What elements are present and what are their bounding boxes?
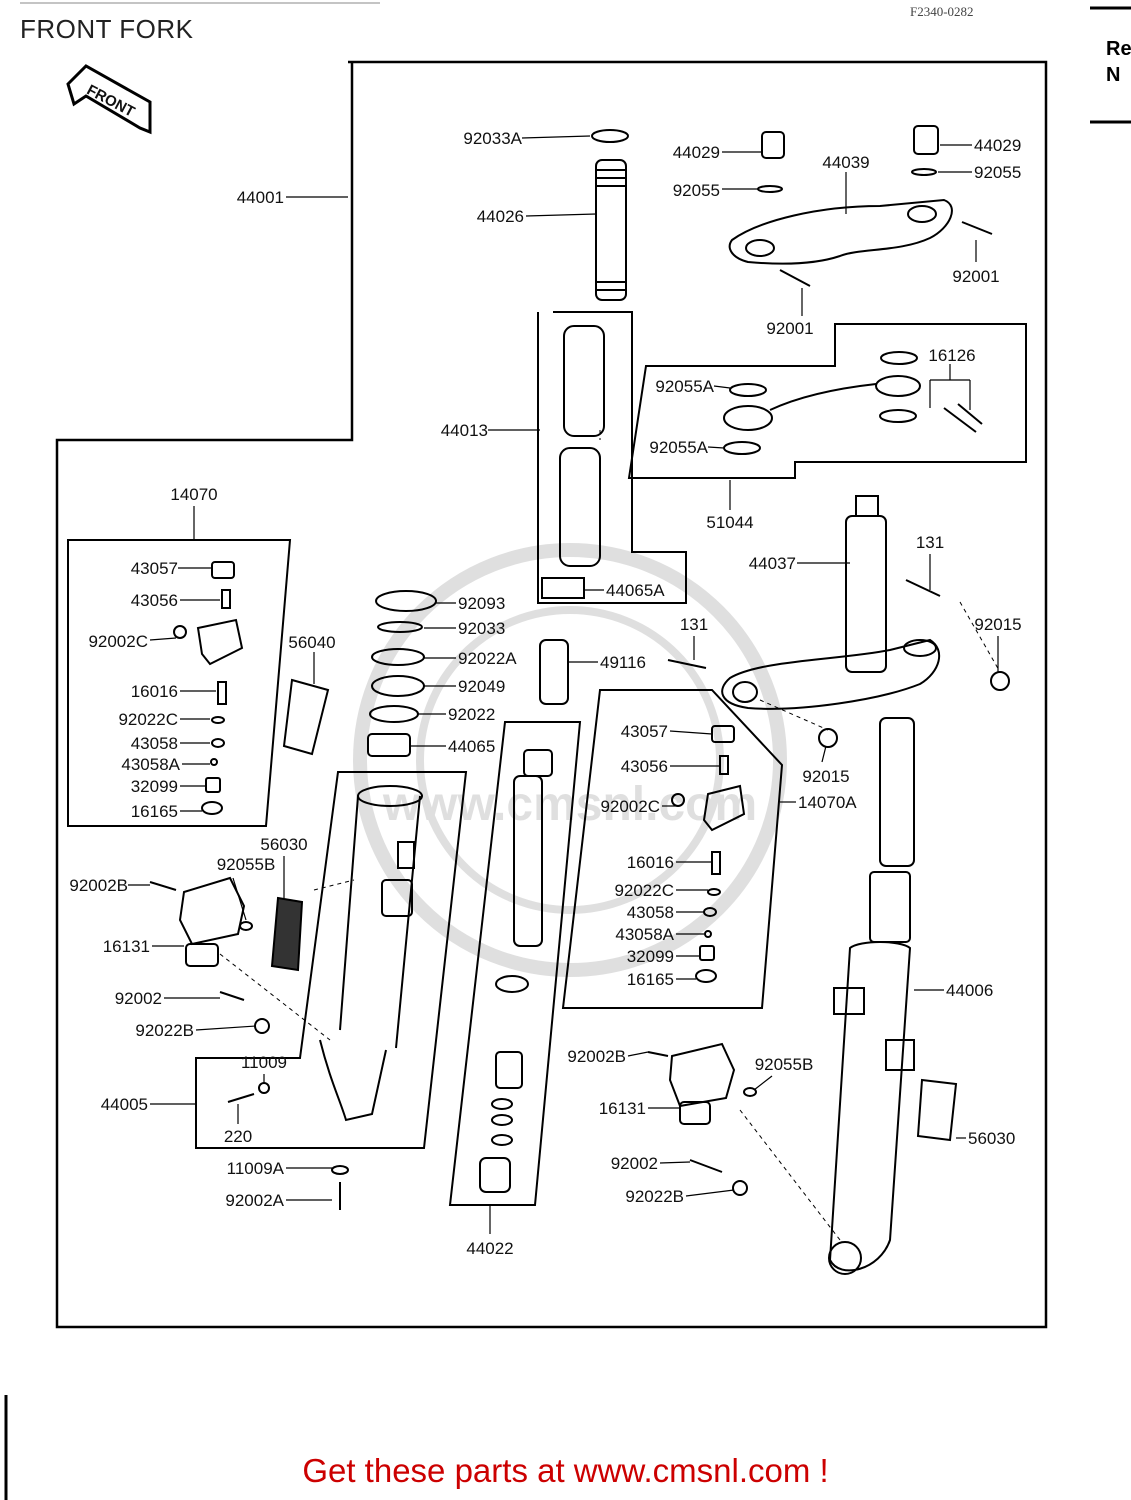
part-label: 92033A <box>463 129 522 148</box>
part-label: 43058 <box>131 734 178 753</box>
part-label: 11009 <box>241 1053 287 1072</box>
part-label: 49116 <box>600 653 646 672</box>
box-14070 <box>67 539 292 827</box>
part-label: 44022 <box>466 1239 513 1258</box>
part-label: 16016 <box>627 853 674 872</box>
part-label: 16016 <box>131 682 178 701</box>
part-label: 92002 <box>611 1154 658 1173</box>
part-label: 44013 <box>441 421 488 440</box>
part-label: 92001 <box>766 319 813 338</box>
part-label: 56040 <box>288 633 335 652</box>
part-label: 16126 <box>928 346 975 365</box>
part-label: 16131 <box>599 1099 646 1118</box>
part-label: 92022C <box>118 710 178 729</box>
part-label: 92055A <box>655 377 714 396</box>
footer-link[interactable]: Get these parts at www.cmsnl.com ! <box>302 1452 829 1489</box>
ref-column-line-1: Re <box>1106 38 1131 60</box>
part-label: 14070 <box>170 485 217 504</box>
part-label: 44065 <box>448 737 495 756</box>
box-44013 <box>537 311 687 604</box>
part-label: 92055B <box>755 1055 814 1074</box>
part-label: 92055 <box>673 181 720 200</box>
part-label: 44029 <box>974 136 1021 155</box>
part-label: 44039 <box>822 153 869 172</box>
part-label: 43058A <box>615 925 674 944</box>
ref-column-header: Re N <box>1106 36 1131 88</box>
part-label: 56030 <box>968 1129 1015 1148</box>
page-title: FRONT FORK <box>20 14 194 44</box>
part-label: 43056 <box>131 591 178 610</box>
ref-column-line-2: N <box>1106 64 1121 86</box>
part-label: 92015 <box>802 767 849 786</box>
part-label: 51044 <box>706 513 753 532</box>
part-label: 92022B <box>135 1021 194 1040</box>
part-label: 44006 <box>946 981 993 1000</box>
box-44022 <box>448 721 582 1206</box>
part-label: 92033 <box>458 619 505 638</box>
part-label: 92015 <box>974 615 1021 634</box>
watermark-logo: www.cmsnl.com <box>353 543 787 977</box>
part-label: 92002C <box>600 797 660 816</box>
part-label: 92002A <box>225 1191 284 1210</box>
part-label: 92055B <box>217 855 276 874</box>
main-frame <box>55 60 1048 1329</box>
part-label: 44037 <box>749 554 796 573</box>
part-label: 11009A <box>227 1159 285 1178</box>
part-label: 92055A <box>649 438 708 457</box>
part-label: 16131 <box>103 937 150 956</box>
part-label: 92002 <box>115 989 162 1008</box>
part-label: 92022 <box>448 705 495 724</box>
part-label: 44026 <box>477 207 524 226</box>
part-label: 43057 <box>621 722 668 741</box>
part-label: 92093 <box>458 594 505 613</box>
part-label: 56030 <box>260 835 307 854</box>
part-label: 92002B <box>69 876 128 895</box>
part-label: 92049 <box>458 677 505 696</box>
part-label: 131 <box>916 533 944 552</box>
part-label: 92002B <box>567 1047 626 1066</box>
part-label: 92022C <box>614 881 674 900</box>
part-label: 131 <box>680 615 708 634</box>
part-label: 92022A <box>458 649 517 668</box>
part-label: 32099 <box>627 947 674 966</box>
part-label: 16165 <box>131 802 178 821</box>
part-label: 43058A <box>121 755 180 774</box>
part-label: 220 <box>224 1127 252 1146</box>
part-label: 92001 <box>952 267 999 286</box>
part-label: 92055 <box>974 163 1021 182</box>
part-label: 43057 <box>131 559 178 578</box>
box-14070A <box>561 689 784 1009</box>
box-51044 <box>627 323 1027 479</box>
part-label: 44001 <box>237 188 284 207</box>
part-label: 43058 <box>627 903 674 922</box>
front-arrow-icon: FRONT <box>66 64 152 135</box>
part-label: 92022B <box>625 1187 684 1206</box>
part-label: 44065A <box>606 581 665 600</box>
box-44005 <box>195 771 468 1149</box>
part-label: 14070A <box>798 793 857 812</box>
part-label: 16165 <box>627 970 674 989</box>
part-label: 32099 <box>131 777 178 796</box>
part-label: 44029 <box>673 143 720 162</box>
part-label: 43056 <box>621 757 668 776</box>
part-label: 44005 <box>101 1095 148 1114</box>
figure-code: F2340-0282 <box>910 4 974 19</box>
part-label: 92002C <box>88 632 148 651</box>
watermark-text: www.cmsnl.com <box>382 778 757 831</box>
